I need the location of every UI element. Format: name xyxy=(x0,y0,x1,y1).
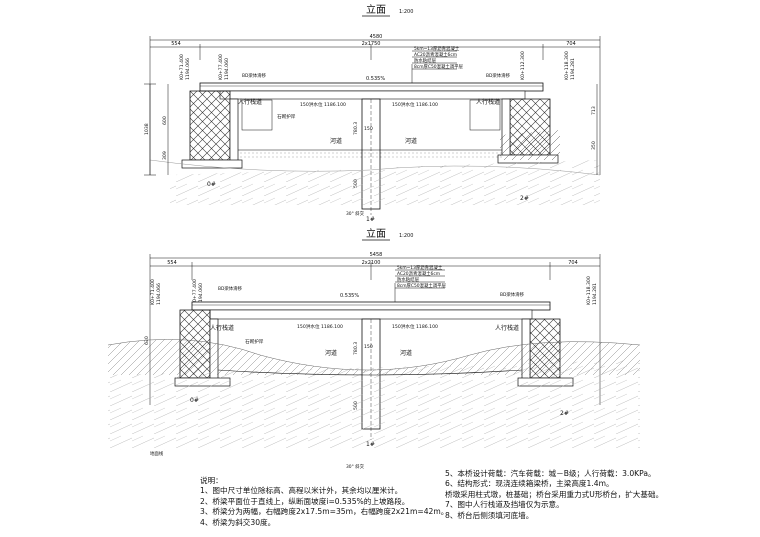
stake-left-2: K0+71.400 xyxy=(150,279,156,305)
height-right-lower: 350 xyxy=(591,141,597,150)
elevation-2-title: 立面 xyxy=(366,227,386,240)
note-6b: 桥墩采用柱式墩，桩基础；桥台采用重力式U形桥台，扩大基础。 xyxy=(445,489,664,499)
pavement-layer-4: 8cm厚C50混凝土调平层 xyxy=(414,63,463,70)
pavement-2-layer-3: 防水粘结层 xyxy=(397,276,420,283)
note-8: 8、桥台后侧须填河底墙。 xyxy=(445,510,534,520)
stake-right: K0+112.300 xyxy=(520,51,526,80)
abutment-right-label-2: 2# xyxy=(560,410,569,417)
note-2: 2、桥梁平面位于直线上，纵断面坡度i=0.535%的上坡路段。 xyxy=(200,496,410,506)
river-right-label: 河道 xyxy=(405,137,417,145)
left-abutment xyxy=(181,90,243,169)
deck-2: 0.535% BD梁体滑移 BD梁体滑移 xyxy=(191,285,551,320)
height-left: 1038 xyxy=(144,123,150,135)
river-right-label-2: 河道 xyxy=(400,349,412,357)
bearing-label-right: BD梁体滑移 xyxy=(486,72,511,79)
dim-total-2: 5458 xyxy=(370,252,383,258)
stake-left2: K0+77.400 xyxy=(218,54,224,80)
dim-right-2: 704 xyxy=(568,260,578,266)
skew-note-1: 30° 斜交 xyxy=(346,210,365,217)
river-left-label: 河道 xyxy=(330,137,342,145)
elevation-1-title: 立面 xyxy=(366,3,386,16)
revetment-label: 石砌护岸 xyxy=(277,113,296,120)
stake-right-2: K0+118.300 xyxy=(586,276,592,305)
revetment-label-2: 石砌护岸 xyxy=(245,338,264,345)
note-1: 1、图中尺寸单位除标高、高程以米计外，其余均以厘米计。 xyxy=(200,486,403,496)
note-4: 4、桥梁为斜交30度。 xyxy=(200,517,276,527)
pavement-callout-2: 5km~13厚沥青混凝土 AC20沥青混凝土6cm 防水粘结层 8cm厚C50混… xyxy=(394,264,446,302)
bearing-label-left: BD梁体滑移 xyxy=(242,72,267,79)
ground-label-2: 地面线 xyxy=(150,450,164,457)
walkway-right-label-2: 人行栈道 xyxy=(495,324,519,332)
height-cap-2: 150 xyxy=(364,344,373,350)
pier-1-label: 1# xyxy=(366,216,375,223)
h-left-b: 600 xyxy=(162,116,168,125)
height-mid-2: 780.3 xyxy=(353,342,359,355)
ground-elevation-2 xyxy=(107,339,641,450)
bearing-label-right-2: BD梁体滑移 xyxy=(500,291,525,298)
abutment-right-label: 2# xyxy=(520,195,529,202)
skew-note-2: 30° 斜交 xyxy=(346,463,365,470)
deck: 0.535% BD梁体滑移 BD梁体滑移 xyxy=(199,72,544,100)
elev-right: 1194.281 xyxy=(570,58,576,80)
water-level-left-2: 150洪水位 1186.100 xyxy=(297,323,343,330)
height-mid: 780.3 xyxy=(353,122,359,135)
elev-left-2: 1194.066 xyxy=(156,283,162,305)
note-7: 7、图中人行栈道及挡墙仅为示意。 xyxy=(445,500,564,510)
note-3: 3、桥梁分为两幅，右幅跨度2x17.5m=35m，右幅跨度2x21m=42m。 xyxy=(200,507,449,517)
bearing-label-left-2: BD梁体滑移 xyxy=(218,285,243,292)
ground-elevation-1 xyxy=(149,130,601,205)
notes-left: 说明： 1、图中尺寸单位除标高、高程以米计外，其余均以厘米计。 2、桥梁平面位于… xyxy=(200,476,448,528)
pavement-2-layer-4: 8cm厚C50混凝土调平层 xyxy=(397,282,446,289)
note-6: 6、结构形式：现浇连续箱梁桥，主梁高度1.4m。 xyxy=(445,479,614,489)
stake-left: K0+71.400 xyxy=(179,54,185,80)
abutment-left-label-2: 0# xyxy=(190,397,199,404)
pavement-2-layer-2: AC20沥青混凝土6cm xyxy=(397,270,440,277)
pavement-callout: 5km~13厚沥青混凝土 AC20沥青混凝土6cm 防水粘结层 8cm厚C50混… xyxy=(411,45,463,84)
elevation-2-scale: 1:200 xyxy=(399,233,413,239)
h-left-a: 309 xyxy=(162,151,168,160)
height-cap: 150 xyxy=(364,126,373,132)
slope-label: 0.535% xyxy=(366,76,385,82)
walkway-left-label-2: 人行栈道 xyxy=(210,324,234,332)
note-5: 5、本桥设计荷载：汽车荷载：城－B级；人行荷载：3.0KPa。 xyxy=(445,469,656,478)
water-level-right-2: 150洪水位 1186.100 xyxy=(392,323,438,330)
dim-left: 554 xyxy=(171,41,181,47)
elev-left2: 1194.060 xyxy=(224,58,230,80)
pavement-2-layer-1: 5km~13厚沥青混凝土 xyxy=(397,264,443,271)
notes-heading: 说明： xyxy=(200,476,223,485)
water-level-right: 150洪水位 1186.100 xyxy=(392,101,438,108)
elev-left: 1194.066 xyxy=(185,58,191,80)
dim-center: 2x1750 xyxy=(362,41,381,47)
dim-right: 704 xyxy=(566,41,576,47)
walkway-left-label: 人行栈道 xyxy=(238,98,262,106)
walkway-right-label: 人行栈道 xyxy=(476,98,500,106)
river-left-label-2: 河道 xyxy=(325,349,337,357)
elev-left2-2: 1194.060 xyxy=(198,283,204,305)
elevation-1: 立面 1:200 4580 554 2x1750 704 K0+71.400 1… xyxy=(144,3,601,223)
pavement-layer-2: AC20沥青混凝土6cm xyxy=(414,51,457,58)
abutment-left-label: 0# xyxy=(207,181,216,188)
height-right-upper: 713 xyxy=(591,106,597,115)
dim-left-2: 554 xyxy=(167,260,177,266)
dim-total: 4580 xyxy=(370,34,383,40)
water-level-left: 150洪水位 1186.100 xyxy=(300,101,346,108)
stake-left2-2: K0+77.400 xyxy=(192,279,198,305)
dim-center-2: 2x2100 xyxy=(362,260,381,266)
notes-right: 5、本桥设计荷载：汽车荷载：城－B级；人行荷载：3.0KPa。 6、结构形式：现… xyxy=(445,469,663,521)
stake-right2: K0+118.300 xyxy=(564,51,570,80)
pavement-layer-3: 防水粘结层 xyxy=(414,57,437,64)
elevation-2: 立面 1:200 5458 554 2x2100 704 K0+71.400 1… xyxy=(107,227,641,470)
pavement-layer-1: 5km~13厚沥青混凝土 xyxy=(414,45,460,52)
elevation-1-scale: 1:200 xyxy=(399,9,413,15)
elev-right-2: 1194.281 xyxy=(592,283,598,305)
slope-label-2: 0.535% xyxy=(340,293,359,299)
